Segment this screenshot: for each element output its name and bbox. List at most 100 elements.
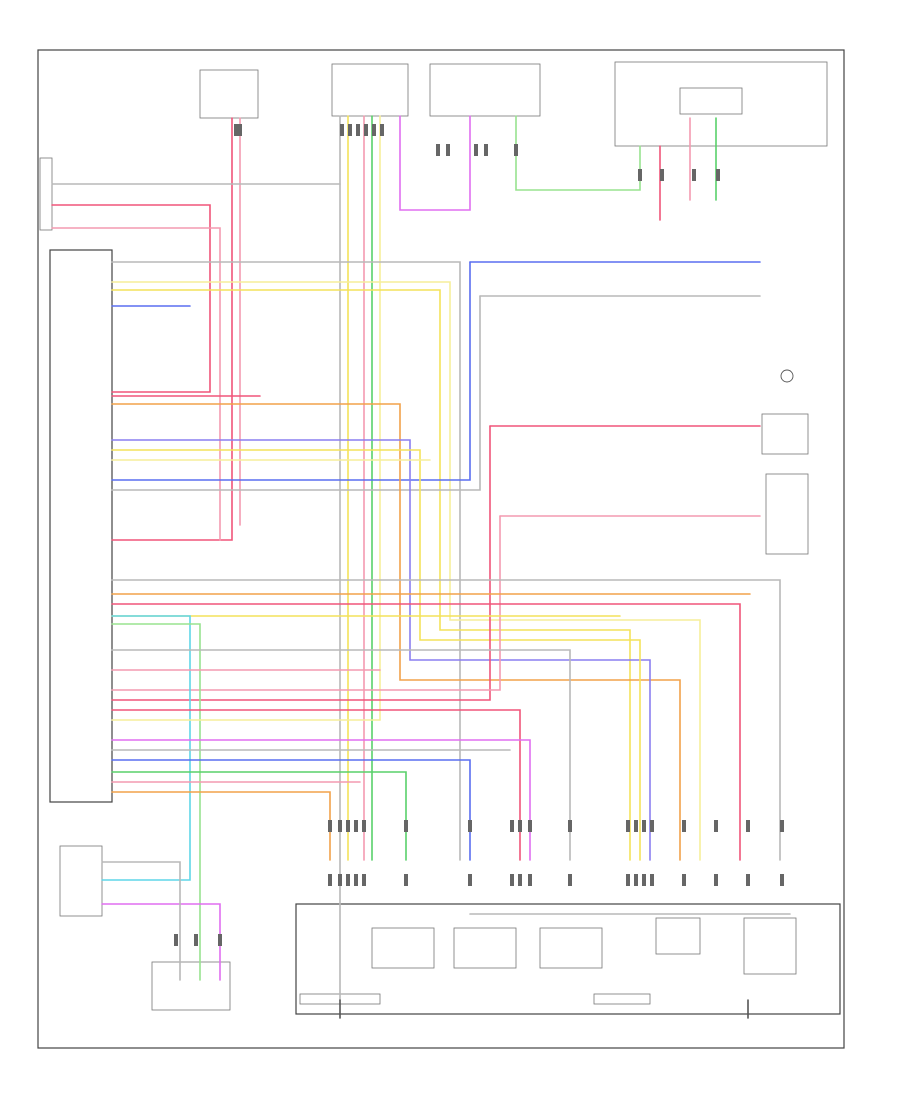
connector-pin (354, 820, 358, 832)
wire-orange-23 (111, 403, 681, 861)
connector-pin (650, 820, 654, 832)
connector-pin (746, 820, 750, 832)
connector-pin (468, 820, 472, 832)
connector-pin (626, 820, 630, 832)
connector-pin (356, 124, 360, 136)
wire-magenta-48 (101, 903, 221, 981)
cvt-assembly (295, 903, 841, 1015)
wire-yellow-17 (111, 289, 631, 861)
connector-pin (328, 820, 332, 832)
pressure-solenoid (743, 917, 797, 975)
wire-lightyellow-16 (111, 281, 701, 861)
connector-pin (642, 874, 646, 886)
fuse-box-top-left (199, 63, 541, 119)
connector-pin (518, 820, 522, 832)
connector-pin (348, 124, 352, 136)
connector-pin (362, 874, 366, 886)
diagram-frame (37, 49, 845, 1049)
connector-pin (780, 820, 784, 832)
connector-pin (404, 820, 408, 832)
wire-red-29 (111, 425, 491, 701)
connector-pin (634, 820, 638, 832)
speed-sensor-lamp (780, 369, 794, 383)
wire-pink-31 (111, 515, 501, 691)
connector-pin (716, 169, 720, 181)
wire-blue-20 (111, 261, 471, 481)
connector-pin (436, 144, 440, 156)
wire-red-0 (111, 117, 233, 541)
connector-pin (692, 169, 696, 181)
connector-pin (238, 124, 242, 136)
wire-magenta-42 (111, 739, 531, 861)
wire-grey-49 (101, 861, 181, 981)
connector-pin (714, 820, 718, 832)
connector-pin (404, 874, 408, 886)
connector-pin (626, 874, 630, 886)
wire-grey-32 (111, 579, 781, 861)
connector-pin (714, 874, 718, 886)
wire-magenta-7 (399, 115, 471, 211)
wire-harness (51, 115, 791, 1019)
connector-pin (354, 874, 358, 886)
pcm-module (49, 249, 113, 803)
left-switch-box (39, 157, 53, 231)
wire-yellow-26 (111, 449, 641, 861)
fuse-box-top-right (614, 61, 828, 147)
connector-pin (474, 144, 478, 156)
wire-lightgreen-37 (111, 623, 201, 981)
solenoid-b (453, 927, 517, 969)
bottom-left-sensor (59, 845, 103, 917)
connector-pin (638, 169, 642, 181)
wire-red-33 (111, 603, 741, 861)
cvt-connector-right (593, 993, 651, 1005)
connector-pin (380, 124, 384, 136)
connector-pin (446, 144, 450, 156)
wire-grey-38 (111, 649, 571, 861)
wire-red-12 (51, 204, 211, 393)
connector-pin (682, 874, 686, 886)
connector-pin (372, 124, 376, 136)
connector-pin (746, 874, 750, 886)
connector-pin (468, 874, 472, 886)
connector-pin (340, 124, 344, 136)
wire-lightgreen-8 (515, 115, 641, 191)
connector-pin (510, 820, 514, 832)
connector-pin (528, 820, 532, 832)
connector-pin (642, 820, 646, 832)
connector-pin (194, 934, 198, 946)
connector-pin (634, 874, 638, 886)
park-neutral-switch (765, 473, 809, 555)
lockup-solenoid (655, 917, 701, 955)
connector-pin (174, 934, 178, 946)
connector-pin (682, 820, 686, 832)
wire-orange-47 (111, 791, 331, 861)
stop-switch (761, 413, 809, 455)
connector-pin (510, 874, 514, 886)
connector-pin (568, 820, 572, 832)
connector-pin (780, 874, 784, 886)
bottom-left-connector-box (151, 961, 231, 1011)
wire-green-45 (111, 771, 407, 861)
connector-pin (514, 144, 518, 156)
connector-pin (660, 169, 664, 181)
connector-pin (338, 820, 342, 832)
wire-red-40 (111, 709, 521, 861)
connector-pins (174, 124, 784, 946)
connector-pin (338, 874, 342, 886)
connector-pin (218, 934, 222, 946)
connector-pin (568, 874, 572, 886)
wire-grey-22 (111, 295, 481, 491)
solenoid-a (371, 927, 435, 969)
connector-pin (518, 874, 522, 886)
connector-pin (650, 874, 654, 886)
wire-violet-25 (111, 439, 651, 861)
wire-cyan-36 (101, 615, 191, 881)
wire-blue-44 (111, 759, 471, 861)
connector-pin (346, 874, 350, 886)
connector-pin (364, 124, 368, 136)
connector-pin (528, 874, 532, 886)
wire-grey-15 (111, 261, 461, 861)
solenoid-c (539, 927, 603, 969)
connector-pin (234, 124, 238, 136)
